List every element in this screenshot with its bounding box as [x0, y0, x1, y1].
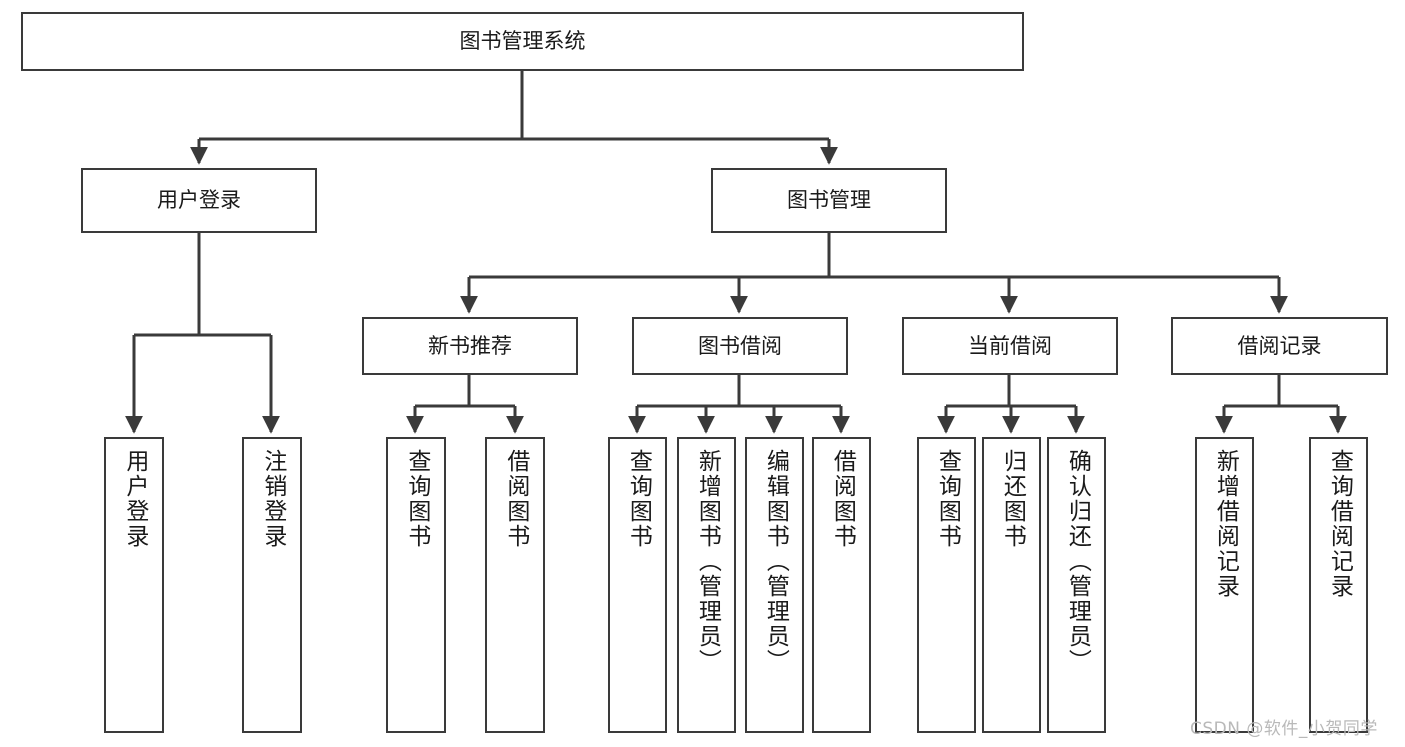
node-leaf-add-book[interactable]: 新增图书（管理员）	[677, 437, 736, 733]
node-leaf-edit-book[interactable]: 编辑图书（管理员）	[745, 437, 804, 733]
node-leaf-query-book-2-label: 查询图书	[625, 449, 652, 549]
node-book-borrow-label: 图书借阅	[698, 333, 782, 358]
node-leaf-query-record[interactable]: 查询借阅记录	[1309, 437, 1368, 733]
node-leaf-query-book-3[interactable]: 查询图书	[917, 437, 976, 733]
node-leaf-query-record-label: 查询借阅记录	[1326, 449, 1353, 599]
node-leaf-return-book[interactable]: 归还图书	[982, 437, 1041, 733]
node-leaf-add-record[interactable]: 新增借阅记录	[1195, 437, 1254, 733]
node-leaf-add-record-label: 新增借阅记录	[1212, 449, 1239, 599]
node-new-book-recommend-label: 新书推荐	[428, 333, 512, 358]
node-root[interactable]: 图书管理系统	[21, 12, 1024, 71]
node-book-borrow[interactable]: 图书借阅	[632, 317, 848, 375]
node-book-management-label: 图书管理	[787, 188, 871, 213]
node-new-book-recommend[interactable]: 新书推荐	[362, 317, 578, 375]
node-leaf-user-login[interactable]: 用户登录	[104, 437, 164, 733]
node-leaf-query-book-3-label: 查询图书	[934, 449, 961, 549]
node-leaf-query-book-1-label: 查询图书	[403, 449, 430, 549]
node-current-borrow[interactable]: 当前借阅	[902, 317, 1118, 375]
node-root-label: 图书管理系统	[459, 29, 586, 54]
node-leaf-confirm-return-label: 确认归还（管理员）	[1064, 449, 1091, 674]
node-leaf-return-book-label: 归还图书	[999, 449, 1026, 549]
node-user-login-label: 用户登录	[157, 188, 241, 213]
node-borrow-record[interactable]: 借阅记录	[1171, 317, 1388, 375]
node-borrow-record-label: 借阅记录	[1237, 333, 1322, 358]
node-user-login[interactable]: 用户登录	[81, 168, 317, 233]
node-leaf-user-logout[interactable]: 注销登录	[242, 437, 302, 733]
node-leaf-user-login-label: 用户登录	[121, 449, 148, 549]
node-leaf-confirm-return[interactable]: 确认归还（管理员）	[1047, 437, 1106, 733]
node-leaf-borrow-book-1[interactable]: 借阅图书	[485, 437, 545, 733]
node-leaf-query-book-1[interactable]: 查询图书	[386, 437, 446, 733]
node-leaf-query-book-2[interactable]: 查询图书	[608, 437, 667, 733]
node-leaf-add-book-label: 新增图书（管理员）	[694, 449, 721, 674]
node-leaf-user-logout-label: 注销登录	[259, 449, 286, 549]
node-leaf-edit-book-label: 编辑图书（管理员）	[762, 449, 789, 674]
node-leaf-borrow-book-2[interactable]: 借阅图书	[812, 437, 871, 733]
node-current-borrow-label: 当前借阅	[968, 333, 1052, 358]
node-leaf-borrow-book-2-label: 借阅图书	[829, 449, 856, 549]
node-book-management[interactable]: 图书管理	[711, 168, 947, 233]
node-leaf-borrow-book-1-label: 借阅图书	[502, 449, 529, 549]
